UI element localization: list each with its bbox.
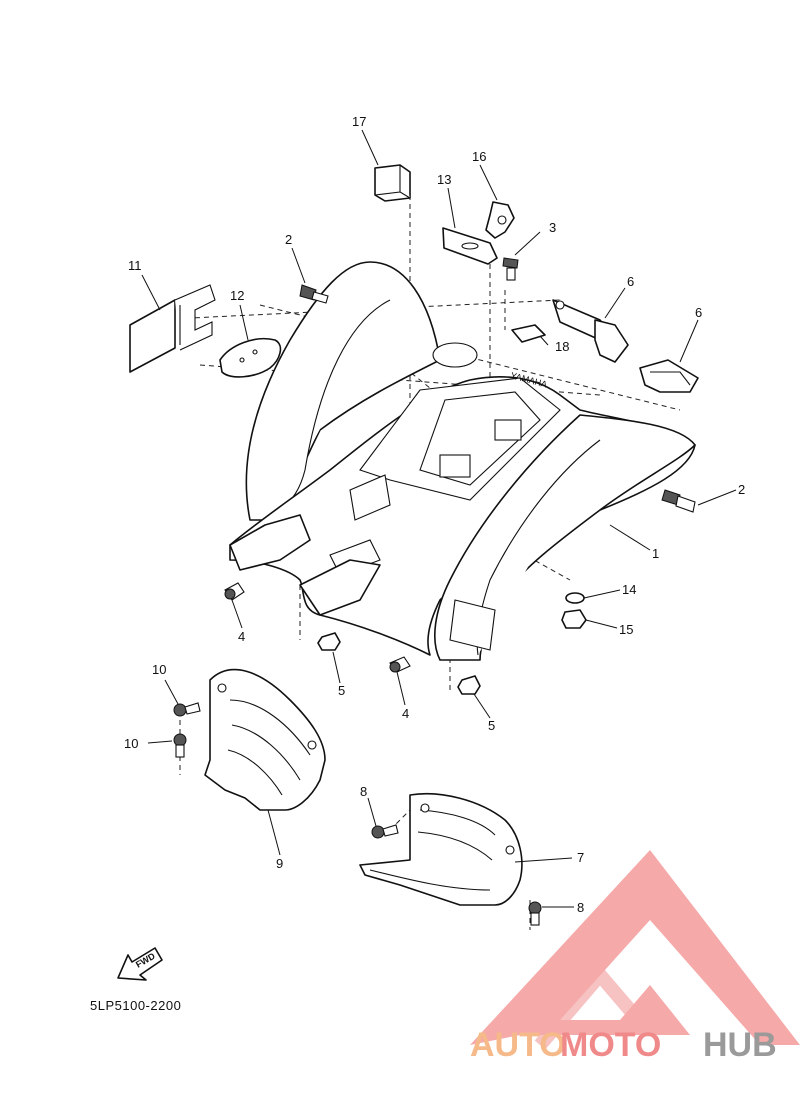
callout-17: 17 — [352, 114, 366, 129]
block-17 — [374, 164, 411, 202]
mudguard-9 — [204, 668, 326, 811]
bolt-2-upper — [299, 284, 329, 304]
hinge-6-upper — [552, 299, 629, 363]
callout-1: 1 — [652, 546, 659, 561]
callout-7: 7 — [577, 850, 584, 865]
screw-4-center — [389, 656, 411, 673]
callout-4-center: 4 — [402, 706, 409, 721]
screw-10-upper — [173, 702, 201, 717]
watermark-word-auto: AUTO — [470, 1026, 566, 1064]
pad-18 — [511, 324, 546, 343]
rear-fender: YAMAHA — [229, 261, 696, 661]
part-code: 5LP5100-2200 — [90, 998, 181, 1013]
callout-11: 11 — [128, 258, 142, 273]
callout-8-upper: 8 — [360, 784, 367, 799]
bracket-plate-11 — [129, 284, 216, 373]
callout-13: 13 — [437, 172, 451, 187]
callout-4-left: 4 — [238, 629, 245, 644]
callout-15: 15 — [619, 622, 633, 637]
callout-10-lower: 10 — [124, 736, 138, 751]
callout-16: 16 — [472, 149, 486, 164]
pad-12 — [219, 337, 282, 378]
fasteners — [173, 257, 696, 926]
callout-14: 14 — [622, 582, 636, 597]
callout-3: 3 — [549, 220, 556, 235]
callout-6-lower: 6 — [695, 305, 702, 320]
screw-10-lower — [173, 733, 187, 758]
clip-16 — [485, 201, 515, 239]
bolt-2-right — [661, 489, 696, 513]
mudguard-7 — [359, 792, 523, 906]
callout-18: 18 — [555, 339, 569, 354]
callout-labels: 1 2 2 3 4 4 5 5 6 6 7 8 8 9 10 10 11 12 … — [124, 114, 745, 915]
nut-15 — [561, 609, 587, 629]
callout-10-upper: 10 — [152, 662, 166, 677]
callout-9: 9 — [276, 856, 283, 871]
washer-14 — [565, 592, 585, 604]
watermark-word-moto: MOTO — [560, 1026, 661, 1064]
fwd-arrow-icon: FWD — [117, 947, 163, 981]
callout-5-left: 5 — [338, 683, 345, 698]
bolt-3 — [502, 257, 519, 281]
callout-2-upper: 2 — [285, 232, 292, 247]
callout-8-lower: 8 — [577, 900, 584, 915]
screw-8-lower — [528, 901, 542, 926]
nut-5-left — [317, 632, 341, 651]
callout-5-right: 5 — [488, 718, 495, 733]
callout-12: 12 — [230, 288, 244, 303]
nut-5-right — [457, 675, 481, 695]
callout-2-right: 2 — [738, 482, 745, 497]
watermark-word-hub: HUB — [703, 1026, 777, 1064]
leader-lines — [141, 129, 737, 908]
screw-8-upper — [371, 824, 399, 839]
hinge-6-lower — [639, 359, 699, 393]
latch-plate-13 — [442, 227, 498, 265]
callout-6-upper: 6 — [627, 274, 634, 289]
watermark-logo — [470, 850, 800, 1050]
screw-4-left — [224, 582, 245, 601]
